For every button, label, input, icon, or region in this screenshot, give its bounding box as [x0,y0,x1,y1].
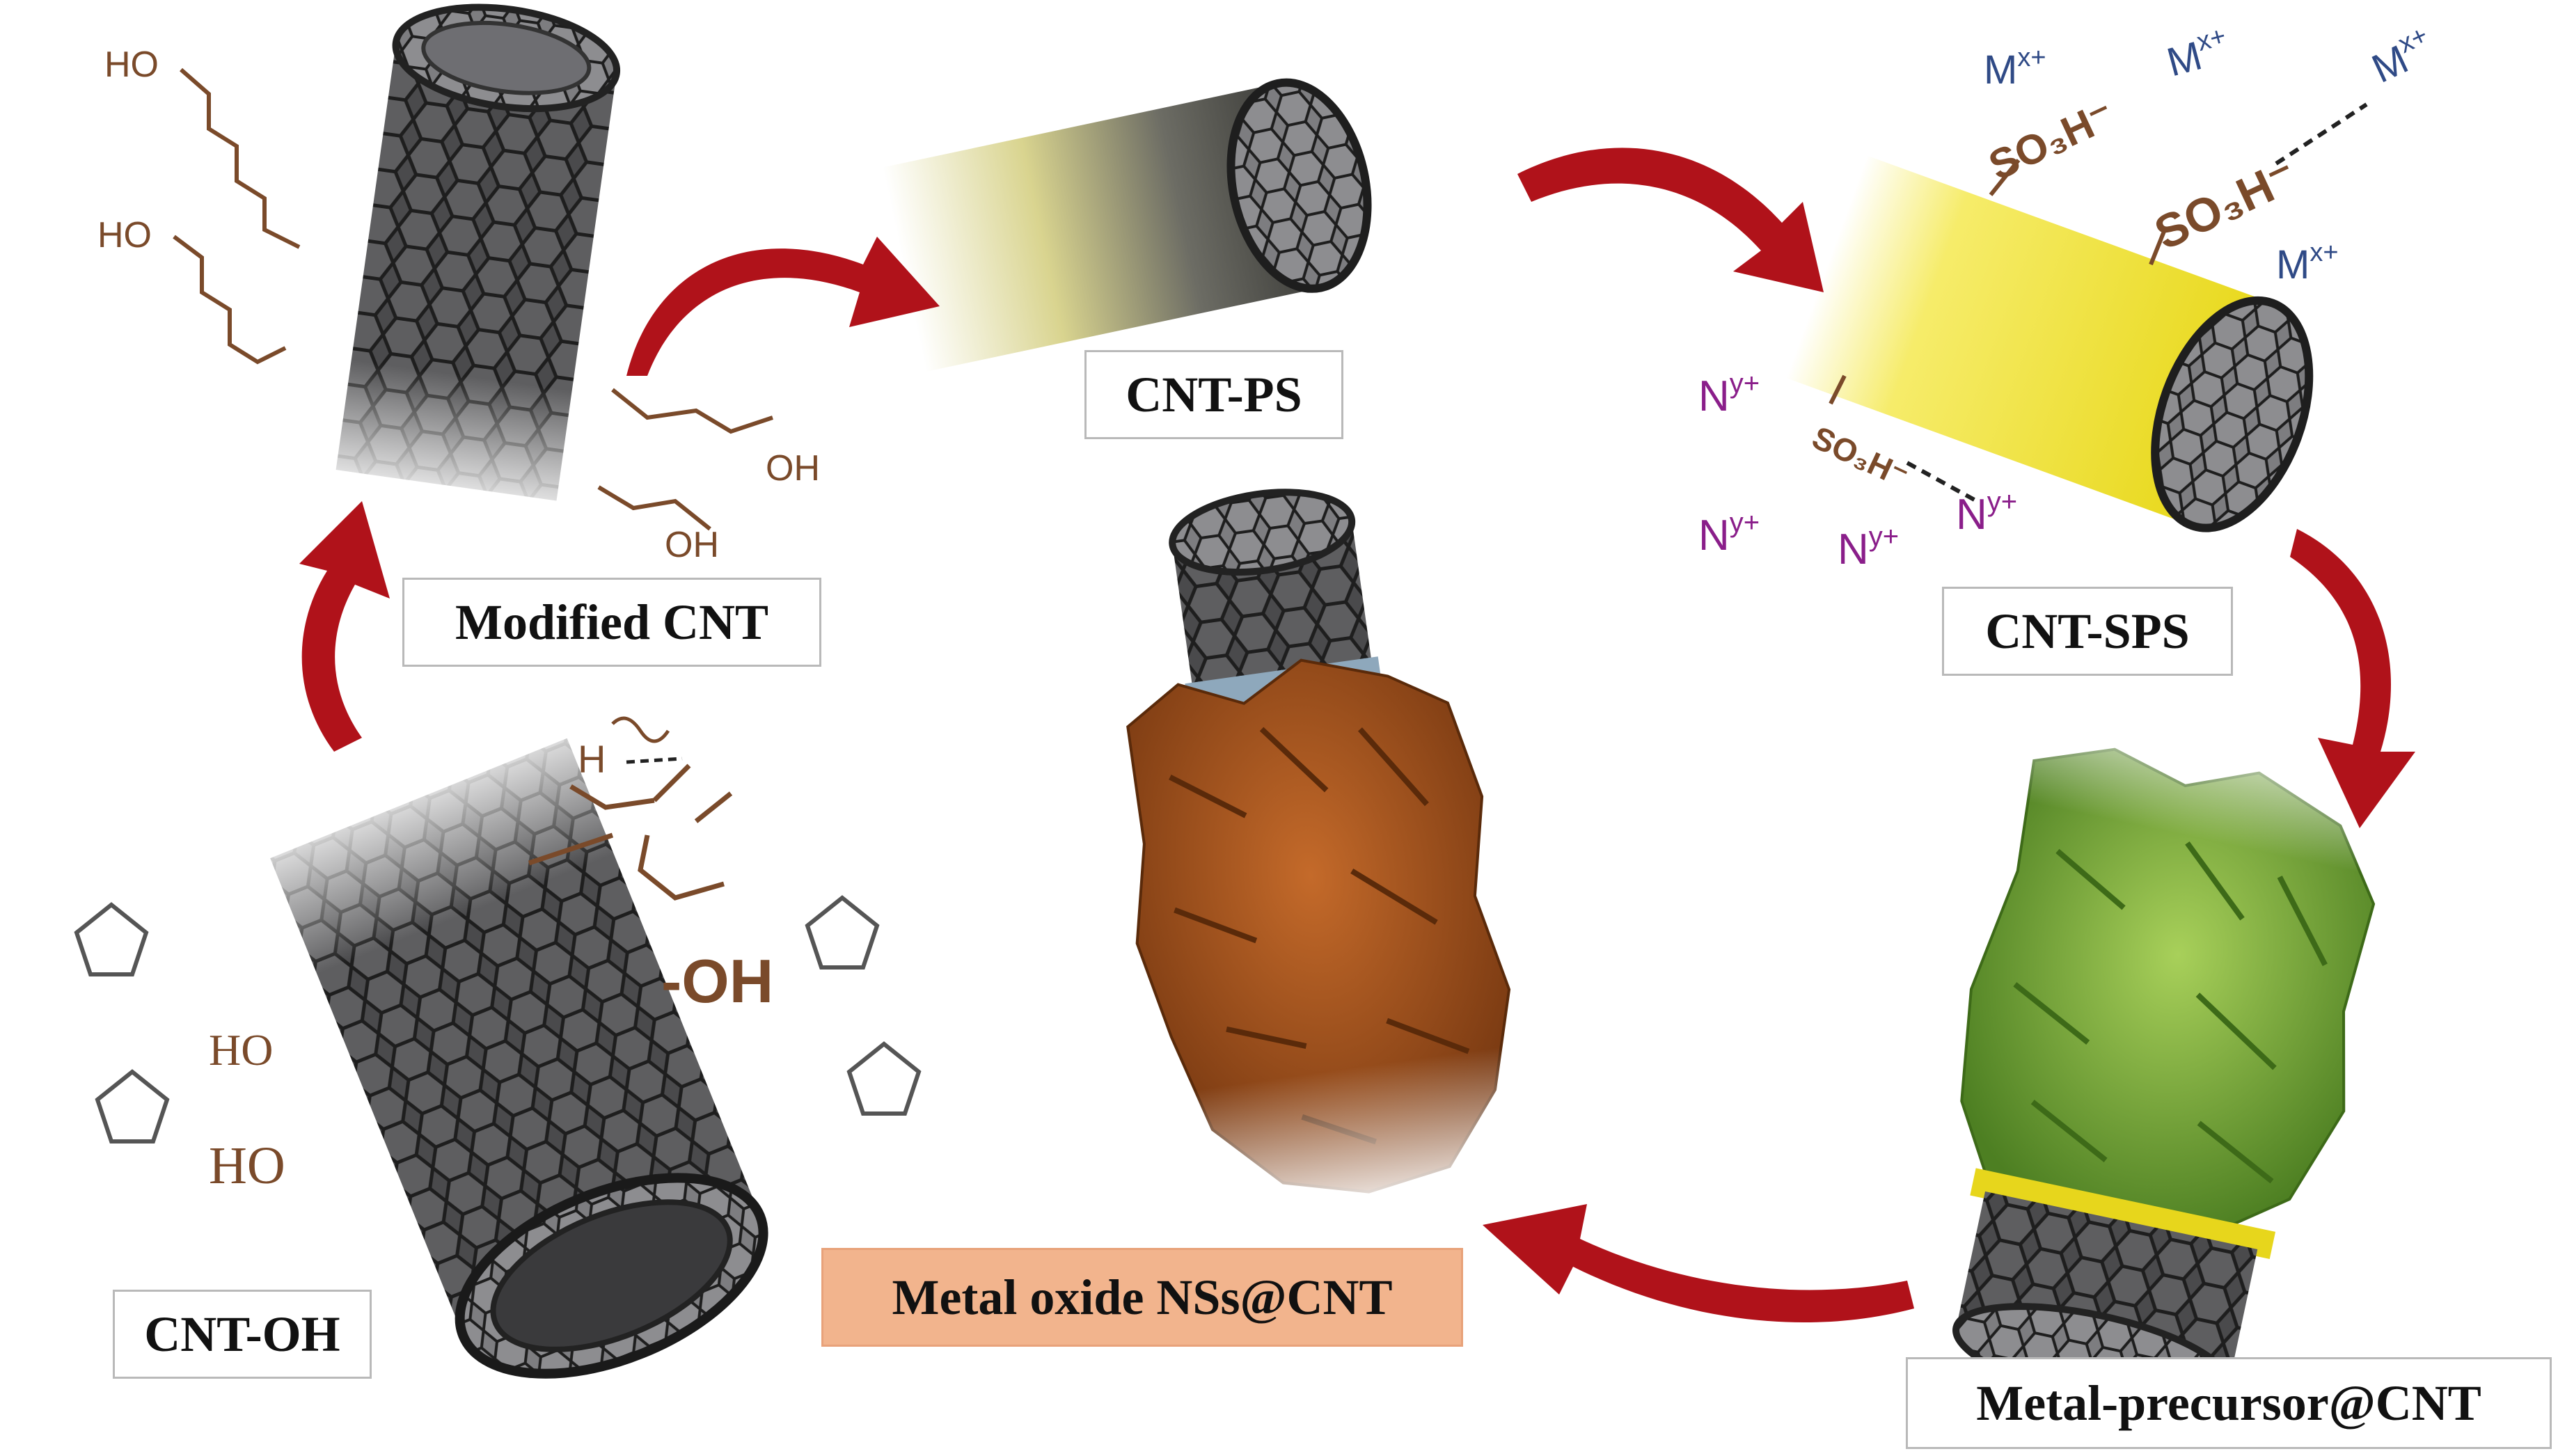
ion-n-4: Ny+ [1956,486,2017,539]
label-modified-cnt: Modified CNT [402,578,821,667]
ion-n-2: Ny+ [1698,507,1760,560]
ion-m-4: Mx+ [2276,238,2339,287]
modified-cnt-chemistry [173,68,773,531]
cnt-ps-tube [882,78,1372,372]
label-cnt-ps: CNT-PS [1084,350,1343,439]
arrow-sps-to-precursor [2290,529,2415,828]
ion-m-1: Mx+ [1984,43,2046,93]
cycle-arrows [299,148,2415,1322]
chem-ho-cnt-2: HO [209,1137,285,1195]
ion-m-2: Mx+ [2161,22,2234,86]
so3h-label-3: SO₃H⁻ [1807,419,1914,495]
metal-precursor-cnt [1952,659,2436,1411]
chem-ho-top: HO [104,45,159,85]
ion-n-1: Ny+ [1698,368,1760,420]
ion-n-3: Ny+ [1838,521,1899,573]
modified-cnt-tube [325,3,621,530]
label-metal-precursor: Metal-precursor@CNT [1906,1357,2552,1449]
arrow-precursor-to-oxide [1483,1204,1914,1322]
modified-cnt-labels: HO HO OH OH [97,45,820,565]
ion-m-3: Mx+ [2363,21,2440,92]
cnt-oh-chemistry [528,716,733,901]
chem-ho-mid: HO [97,215,152,255]
label-cnt-sps: CNT-SPS [1942,587,2233,676]
arrow-modified-to-ps [626,237,940,376]
cnt-sps-tube [1785,155,2314,532]
chem-h: H [578,737,606,781]
chem-oh-right: OH [766,448,820,489]
label-metal-oxide: Metal oxide NSs@CNT [821,1248,1463,1347]
arrow-ps-to-sps [1517,148,1824,292]
cnt-sps-sulfonate-bonds [1829,102,2368,503]
maleic-anhydride-molecules [74,895,922,1144]
cnt-oh-labels: H -OH HO HO [209,737,773,1195]
arrow-oh-to-modified [299,501,390,752]
chem-oh-big: -OH [661,947,773,1015]
cnt-oh-tube [244,700,768,1379]
chem-ho-cnt-1: HO [209,1025,273,1075]
metal-oxide-cnt [1126,489,1552,1249]
chem-oh-right2: OH [665,525,719,565]
label-cnt-oh: CNT-OH [113,1290,372,1379]
so3h-label-1: SO₃H⁻ [1982,91,2121,189]
